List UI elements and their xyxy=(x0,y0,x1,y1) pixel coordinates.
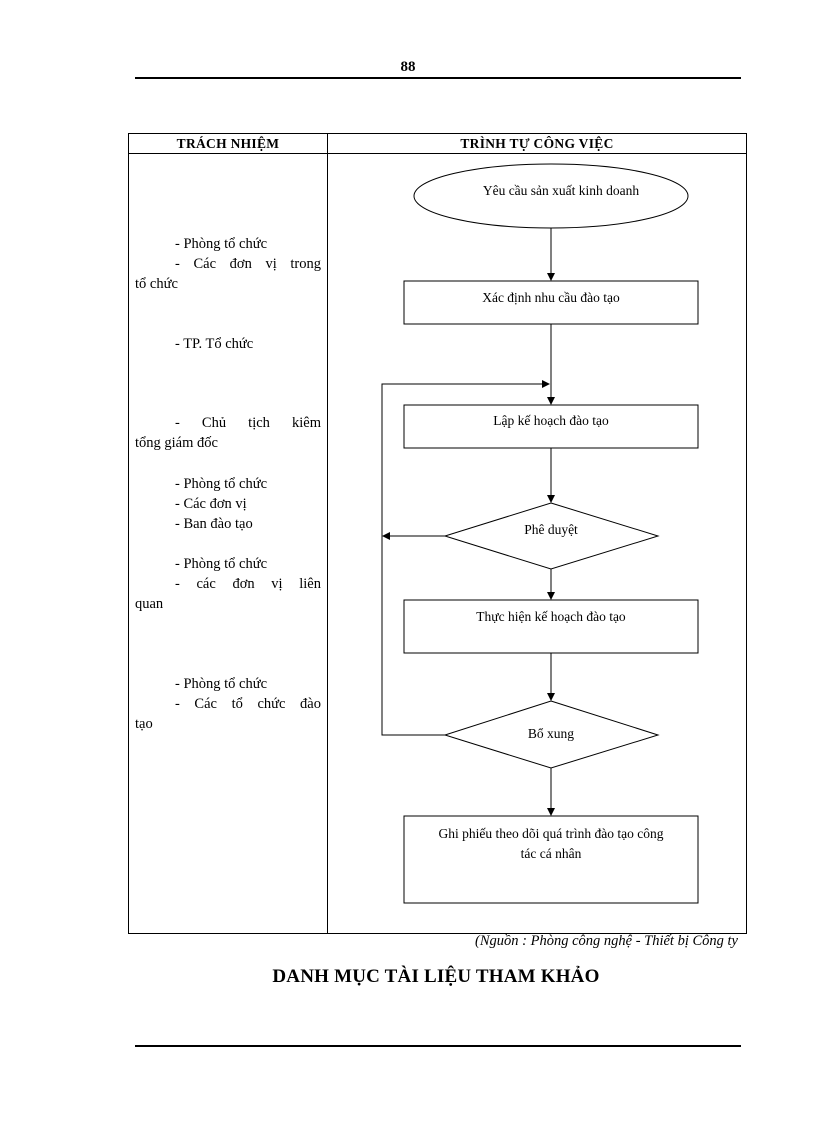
record-box xyxy=(403,815,699,904)
table-column-divider xyxy=(327,134,328,933)
determine-needs-box xyxy=(403,280,699,325)
header-responsibility: TRÁCH NHIỆM xyxy=(176,136,280,151)
page-number: 88 xyxy=(400,59,416,75)
source-note: (Nguồn : Phòng công nghệ - Thiết bị Công… xyxy=(475,933,738,949)
determine-needs-label: Xác định nhu cầu đào tạo xyxy=(482,290,620,305)
responsibility-entry-6: - Phòng tổ chức - Các tổ chức đào tạo xyxy=(135,674,321,734)
responsibility-line: - Phòng tổ chức xyxy=(175,676,268,692)
responsibility-entry-1: - Phòng tổ chức - Các đơn vị trong tổ ch… xyxy=(135,234,321,294)
responsibility-line: - Phòng tổ chức xyxy=(175,236,268,252)
header-rule xyxy=(135,77,741,79)
header-work-sequence: TRÌNH TỰ CÔNG VIỆC xyxy=(460,136,614,151)
implement-box xyxy=(403,599,699,654)
responsibility-line: - Ban đào tạo xyxy=(175,516,253,532)
footer-rule xyxy=(135,1045,741,1047)
responsibility-line: - các đơn vị liên xyxy=(175,576,321,592)
loop-supplement-to-plan xyxy=(381,380,550,736)
plan-label: Lập kế hoạch đào tạo xyxy=(493,413,609,428)
start-label: Yêu cầu sản xuất kinh doanh xyxy=(483,183,640,198)
responsibility-line: - Các tổ chức đào xyxy=(175,696,321,712)
responsibility-entry-3: - Chủ tịch kiêm tổng giám đốc xyxy=(135,413,321,453)
responsibility-line: tổ chức xyxy=(135,276,178,292)
responsibility-entry-5: - Phòng tổ chức - các đơn vị liên quan xyxy=(135,554,321,614)
record-label-line-2: tác cá nhân xyxy=(521,846,582,861)
responsibility-line: - Chủ tịch kiêm xyxy=(175,415,321,431)
responsibility-line: quan xyxy=(135,596,164,612)
responsibility-line: - Các đơn vị xyxy=(175,496,247,512)
plan-box xyxy=(403,404,699,449)
supplement-label: Bổ xung xyxy=(528,726,574,741)
responsibility-entry-4: - Phòng tổ chức - Các đơn vị - Ban đào t… xyxy=(135,474,321,534)
record-label-line-1: Ghi phiếu theo dõi quá trình đào tạo côn… xyxy=(439,826,664,841)
references-title: DANH MỤC TÀI LIỆU THAM KHẢO xyxy=(272,966,600,987)
responsibility-line: - Các đơn vị trong xyxy=(175,256,321,272)
training-process-flowchart: Yêu cầu sản xuất kinh doanh Xác định nhu… xyxy=(381,163,699,904)
responsibility-line: - Phòng tổ chức xyxy=(175,476,268,492)
procedure-table: TRÁCH NHIỆM TRÌNH TỰ CÔNG VIỆC - Phòng t… xyxy=(128,133,747,934)
table-header-divider xyxy=(129,153,746,154)
responsibility-entry-2: - TP. Tổ chức xyxy=(135,334,321,354)
responsibility-line: - TP. Tổ chức xyxy=(175,336,254,352)
responsibility-line: tạo xyxy=(135,716,153,732)
implement-label: Thực hiện kế hoạch đào tạo xyxy=(476,609,626,624)
responsibility-line: tổng giám đốc xyxy=(135,435,218,451)
responsibility-line: - Phòng tổ chức xyxy=(175,556,268,572)
approve-label: Phê duyệt xyxy=(524,522,578,537)
